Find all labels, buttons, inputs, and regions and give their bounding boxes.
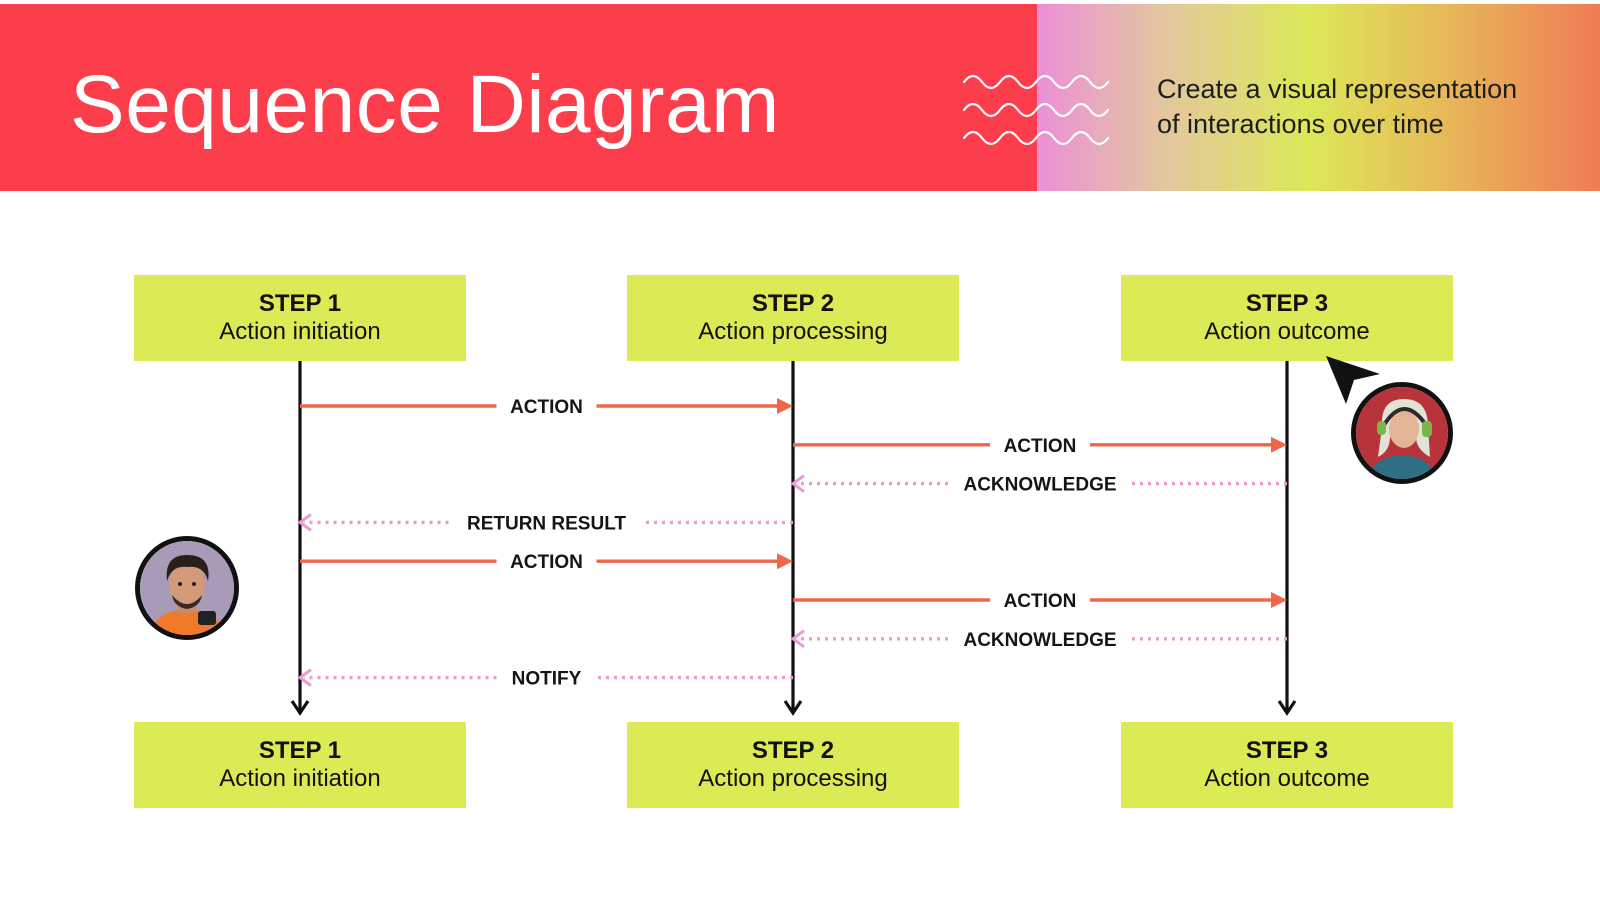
participant-label: Action initiation [219,765,381,792]
avatar-woman [1351,382,1453,484]
participant-step: STEP 2 [751,737,835,764]
participant-step: STEP 3 [1245,737,1329,764]
participant-step: STEP 1 [258,290,342,317]
header-gradient-panel [1037,4,1600,191]
participant-box-top-step-1: STEP 1 Action initiation [134,275,466,361]
message-label: ACKNOWLEDGE [963,630,1116,651]
participant-label: Action initiation [219,318,381,345]
cursor-arrow-icon [1326,356,1380,404]
participant-box-top-step-2: STEP 2 Action processing [627,275,959,361]
participant-label: Action processing [698,318,888,345]
lifeline-arrowhead [783,700,803,716]
message-arrowhead [790,629,805,649]
message-label: ACTION [510,552,583,573]
message-arrowhead [777,398,793,414]
header-banner: Sequence Diagram Create a visual represe… [0,4,1600,191]
participant-step: STEP 2 [751,290,835,317]
subtitle-line-1: Create a visual representation [1157,74,1518,104]
message-label: NOTIFY [512,669,582,690]
participant-box-top-step-3: STEP 3 Action outcome [1121,275,1453,361]
message-arrowhead [1271,592,1287,608]
participant-label: Action outcome [1204,765,1370,792]
participant-label: Action outcome [1204,318,1370,345]
lifeline-arrowhead [1277,700,1297,716]
participant-box-bottom-step-2: STEP 2 Action processing [627,722,959,808]
participant-step: STEP 3 [1245,290,1329,317]
message-arrowhead [297,668,312,687]
lifeline-arrowhead [290,700,310,716]
avatar-man-photo [140,541,234,635]
participant-label: Action processing [698,765,888,792]
participant-step: STEP 1 [258,737,342,764]
wave-lines-icon [962,74,1110,146]
subtitle-line-2: of interactions over time [1157,109,1444,139]
page-subtitle: Create a visual representation of intera… [1157,72,1577,142]
message-label: ACTION [510,397,583,418]
avatar-man [135,536,239,640]
avatar-woman-headphones-photo [1356,387,1448,479]
message-label: RETURN RESULT [467,513,626,534]
message-arrowhead [790,474,805,493]
participant-box-bottom-step-3: STEP 3 Action outcome [1121,722,1453,808]
participant-box-bottom-step-1: STEP 1 Action initiation [134,722,466,808]
message-label: ACTION [1004,591,1077,612]
page-title: Sequence Diagram [70,59,780,150]
message-label: ACKNOWLEDGE [963,475,1116,496]
message-arrowhead [297,513,312,532]
message-label: ACTION [1004,436,1077,457]
message-arrowhead [777,553,793,570]
message-arrowhead [1271,436,1287,453]
